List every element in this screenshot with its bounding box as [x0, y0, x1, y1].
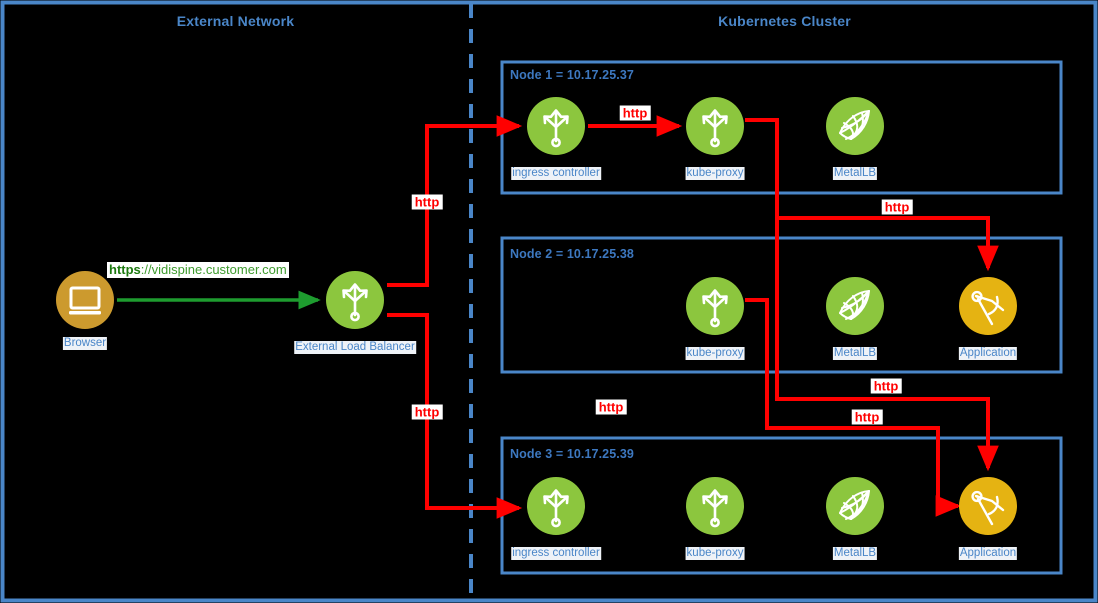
- label-node2-metallb: MetalLB: [832, 347, 878, 360]
- flow-label-http-lb-up: http: [411, 194, 443, 210]
- metallb-icon[interactable]: [826, 97, 884, 155]
- node-box-node2: [500, 236, 1063, 374]
- zone-title-external-network: External Network: [176, 13, 295, 29]
- node-title-node3: Node 3 = 10.17.25.39: [510, 447, 634, 461]
- metallb-icon[interactable]: [826, 277, 884, 335]
- flow-node2-proxy-to-node3-app: [745, 298, 962, 517]
- node-title-node2: Node 2 = 10.17.25.38: [510, 247, 634, 261]
- label-node1-kube-proxy: kube-proxy: [685, 167, 745, 180]
- node-title-node1: Node 1 = 10.17.25.37: [510, 68, 634, 82]
- label-node2-application: Application: [958, 347, 1018, 360]
- load-balancer-icon[interactable]: [686, 97, 744, 155]
- application-icon[interactable]: [959, 277, 1017, 335]
- flow-lb-to-node1-ingress: [387, 115, 523, 287]
- flow-label-http-node1-ingress-proxy: http: [619, 105, 651, 121]
- label-external-load-balancer: External Load Balancer: [294, 341, 416, 354]
- load-balancer-icon[interactable]: [527, 477, 585, 535]
- flow-label-http-node2-proxy: http: [595, 399, 627, 415]
- label-node3-application: Application: [958, 547, 1018, 560]
- flow-node1-proxy-to-node3-app: [775, 218, 999, 472]
- flow-label-http-node1-to-node2-app: http: [881, 199, 913, 215]
- flow-label-http-lb-down: http: [411, 404, 443, 420]
- label-node2-kube-proxy: kube-proxy: [685, 347, 745, 360]
- flow-label-https-url: https://vidispine.customer.com: [107, 262, 289, 278]
- label-browser: Browser: [62, 337, 108, 350]
- flow-label-http-node1-to-node3-app: http: [870, 378, 902, 394]
- load-balancer-icon[interactable]: [686, 277, 744, 335]
- load-balancer-icon[interactable]: [326, 271, 384, 329]
- label-node3-kube-proxy: kube-proxy: [685, 547, 745, 560]
- load-balancer-icon[interactable]: [686, 477, 744, 535]
- label-node1-metallb: MetalLB: [832, 167, 878, 180]
- label-node3-metallb: MetalLB: [832, 547, 878, 560]
- load-balancer-icon[interactable]: [527, 97, 585, 155]
- label-node3-ingress-controller: ingress controller: [511, 547, 601, 560]
- flow-label-http-node2-to-node3-app: http: [851, 409, 883, 425]
- metallb-icon[interactable]: [826, 477, 884, 535]
- browser-icon[interactable]: [56, 271, 114, 329]
- url-protocol: https: [109, 262, 141, 277]
- label-node1-ingress-controller: ingress controller: [511, 167, 601, 180]
- zone-title-kubernetes-cluster: Kubernetes Cluster: [718, 13, 851, 29]
- url-host: ://vidispine.customer.com: [140, 262, 287, 277]
- application-icon[interactable]: [959, 477, 1017, 535]
